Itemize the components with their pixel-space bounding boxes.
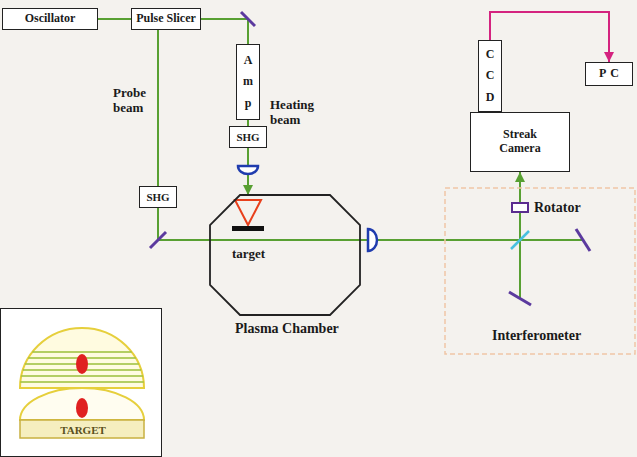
node-text: Pulse Slicer [136,12,196,26]
streak-camera-box: Streak Camera [470,112,570,172]
target-slab [20,420,144,438]
node-text: SHG [146,191,169,204]
hatch-line [20,381,143,383]
node-text: Amp [242,50,254,115]
ccd-box: CCD [478,40,502,112]
mirror [576,229,590,251]
lens [368,229,377,251]
target-bar [232,226,264,231]
target-inset-figure [0,308,162,457]
beam-path [360,172,520,240]
node-text: SHG [236,131,259,144]
node-text: PC [595,67,623,81]
shg-box: SHG [229,126,267,148]
pulse-slicer-box: Pulse Slicer [131,8,201,30]
inset-ground [0,308,162,457]
hatch-line [32,351,131,353]
plasma-spot [76,354,88,374]
node-text: TARGET [21,422,145,438]
hatch-line [21,375,143,377]
component-label: Interferometer [492,328,581,344]
beam-label: Probe beam [113,86,153,116]
plasma-cone [235,200,261,225]
chamber-title: Plasma Chamber [235,321,339,337]
interferometer-arm [519,240,521,298]
component-label: Rotator [534,200,581,216]
shg-box: SHG [139,186,177,208]
chamber-octagon [210,195,360,315]
beam-path [201,19,248,44]
plasma-dome [20,328,144,388]
beam-label: Heating beam [270,98,324,128]
node-text: Streak Camera [490,128,550,156]
beam-path [98,18,131,20]
mirror [509,292,531,305]
rotator-symbol [512,203,528,212]
target-label: target [232,247,265,262]
mirror [150,232,166,248]
mirror [241,12,255,26]
amplifier-box: Amp [236,44,260,120]
beam-splitter [511,231,529,249]
beam-path [158,208,210,240]
beam-path [490,12,609,62]
interferometer-arm [520,239,582,241]
oscillator-box: Oscillator [2,8,98,30]
plasma-spot [76,398,88,418]
node-text: CCD [484,44,496,109]
pc-box: PC [585,62,633,86]
beam-path [157,30,159,186]
probe-beam-line [210,239,360,241]
plasma-dome [20,388,144,420]
node-text: Oscillator [25,12,76,26]
lens [238,166,258,174]
interferometer-region [445,188,635,354]
target-inset: TARGET [0,308,162,457]
